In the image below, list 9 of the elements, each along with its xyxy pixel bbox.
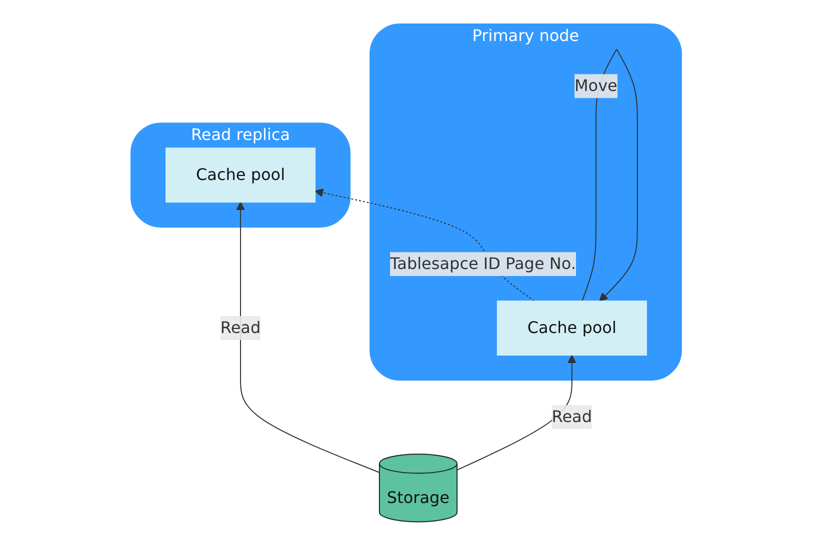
arrow <box>314 188 536 302</box>
arrow <box>236 201 380 473</box>
edge-label: Read <box>220 318 261 337</box>
arrow <box>456 354 577 470</box>
node-box: Cache pool <box>166 147 316 202</box>
edge-label: Move <box>574 76 618 95</box>
edge-label: Tablesapce ID Page No. <box>390 254 576 273</box>
node-box: Cache pool <box>497 300 648 356</box>
edge-label: Read <box>552 406 592 426</box>
